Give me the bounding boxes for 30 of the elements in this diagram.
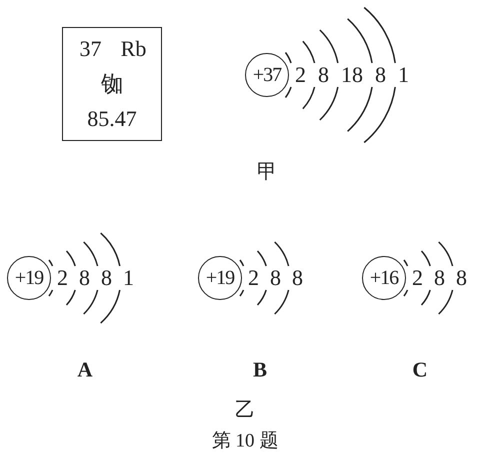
caption: 第 10 题 xyxy=(212,432,278,450)
electron-count: 8 xyxy=(434,267,445,289)
electron-count: 1 xyxy=(123,267,134,289)
electron-count: 8 xyxy=(79,267,90,289)
electron-count: 8 xyxy=(456,267,467,289)
nucleus-circle: +19 xyxy=(198,256,242,300)
element-card xyxy=(62,27,162,141)
electron-count: 8 xyxy=(318,64,329,86)
diagram-label: C xyxy=(412,360,428,380)
electron-count: 8 xyxy=(375,64,386,86)
element-info: Rb xyxy=(120,38,146,60)
nucleus-circle: +16 xyxy=(362,256,406,300)
diagram-label: 乙 xyxy=(235,400,255,420)
electron-count: 18 xyxy=(341,64,363,86)
electron-count: 2 xyxy=(412,267,423,289)
diagram-label: B xyxy=(253,360,267,380)
element-info: 铷 xyxy=(101,72,123,95)
nucleus-circle: +37 xyxy=(245,53,289,97)
diagram-label: A xyxy=(77,360,93,380)
electron-count: 8 xyxy=(270,267,281,289)
electron-count: 2 xyxy=(248,267,259,289)
electron-count: 8 xyxy=(292,267,303,289)
electron-count: 1 xyxy=(398,64,409,86)
electron-count: 2 xyxy=(57,267,68,289)
diagram-label: 甲 xyxy=(257,162,277,182)
element-info: 37 xyxy=(80,38,102,60)
element-info: 85.47 xyxy=(87,108,137,130)
electron-count: 8 xyxy=(101,267,112,289)
nucleus-circle: +19 xyxy=(7,256,51,300)
electron-count: 2 xyxy=(295,64,306,86)
